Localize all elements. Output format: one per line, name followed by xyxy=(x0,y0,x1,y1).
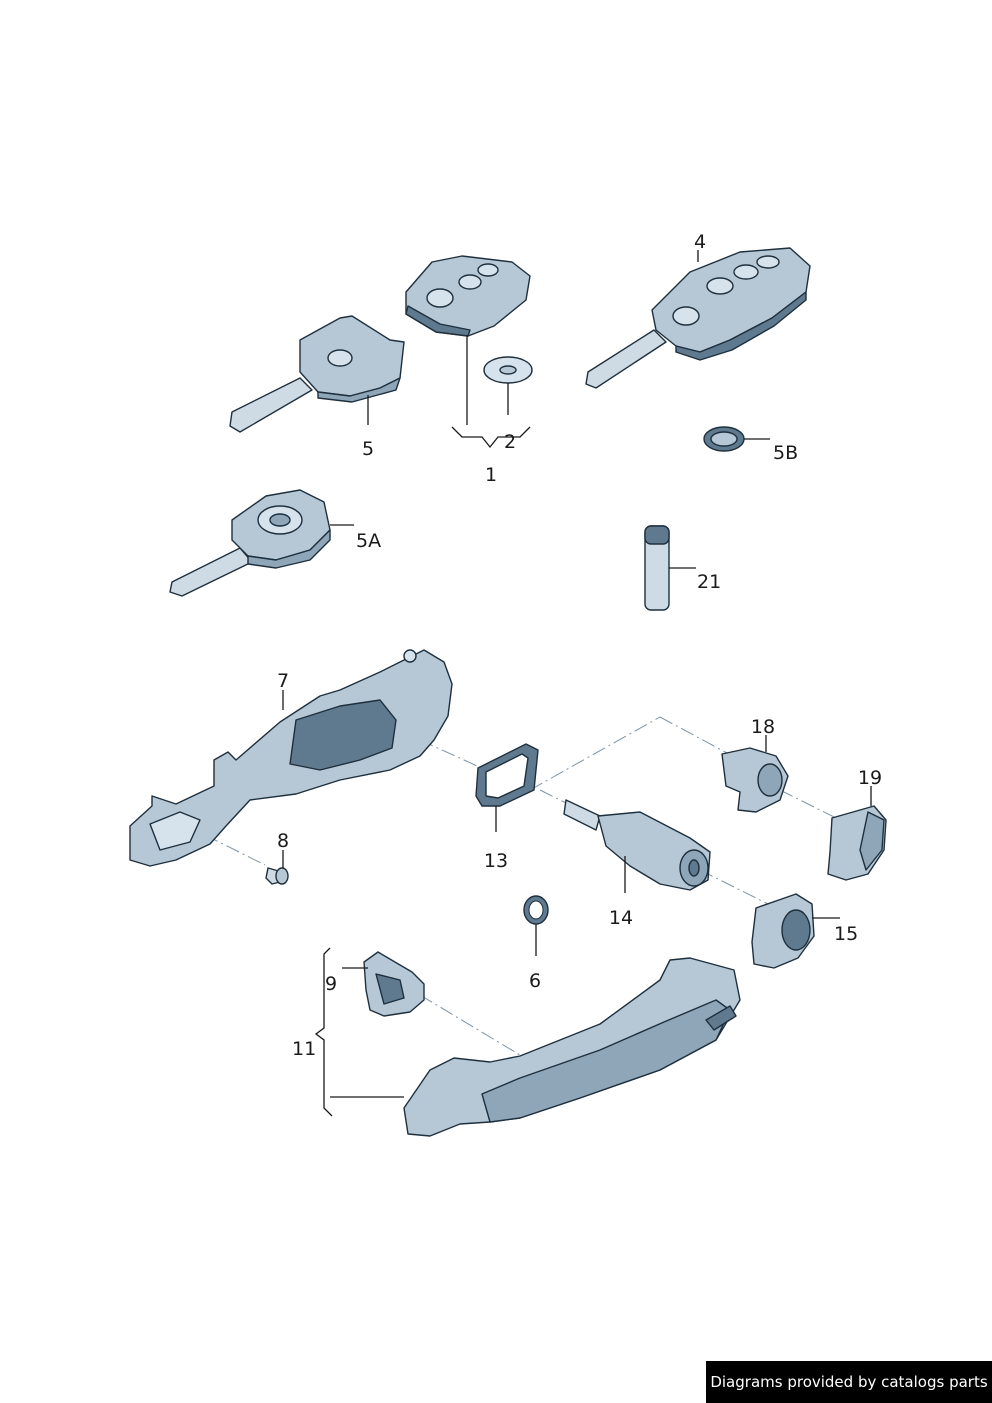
pin xyxy=(644,525,670,611)
position-labels: 5 2 1 4 5B 5A 21 7 8 13 14 6 18 19 15 9 … xyxy=(277,231,882,1060)
key-blade-housing xyxy=(229,315,405,433)
folding-key-remote xyxy=(585,247,811,389)
emblem-badge xyxy=(703,426,745,452)
label-5a: 5A xyxy=(356,530,381,552)
cap-19 xyxy=(827,805,887,881)
leader-lines xyxy=(282,250,872,1117)
support-bracket xyxy=(363,951,425,1017)
key-with-chip-head xyxy=(169,489,331,597)
label-1: 1 xyxy=(485,464,497,486)
cap-18 xyxy=(721,747,789,813)
label-8: 8 xyxy=(277,830,289,852)
lock-cylinder xyxy=(563,799,711,891)
handle-bracket xyxy=(129,649,453,867)
watermark-banner: Diagrams provided by catalogs parts xyxy=(706,1361,992,1403)
label-6: 6 xyxy=(529,970,541,992)
screw xyxy=(265,867,289,885)
remote-transmitter xyxy=(405,255,531,337)
label-9: 9 xyxy=(325,973,337,995)
label-15: 15 xyxy=(834,923,858,945)
seal-ring xyxy=(523,895,549,925)
label-5b: 5B xyxy=(773,442,798,464)
label-4: 4 xyxy=(694,231,706,253)
label-14: 14 xyxy=(609,907,633,929)
cap-15 xyxy=(751,893,815,969)
label-2: 2 xyxy=(504,431,516,453)
label-5: 5 xyxy=(362,438,374,460)
label-21: 21 xyxy=(697,571,721,593)
label-7: 7 xyxy=(277,670,289,692)
battery-disc xyxy=(483,356,533,384)
label-19: 19 xyxy=(858,767,882,789)
outer-door-handle xyxy=(403,957,741,1137)
gasket xyxy=(475,743,539,807)
label-11: 11 xyxy=(292,1038,316,1060)
label-18: 18 xyxy=(751,716,775,738)
label-13: 13 xyxy=(484,850,508,872)
